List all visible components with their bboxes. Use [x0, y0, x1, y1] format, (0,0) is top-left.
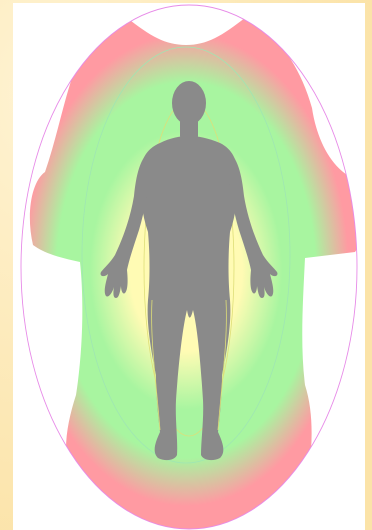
aura-diagram-canvas — [0, 0, 372, 530]
aura-diagram — [0, 0, 372, 530]
